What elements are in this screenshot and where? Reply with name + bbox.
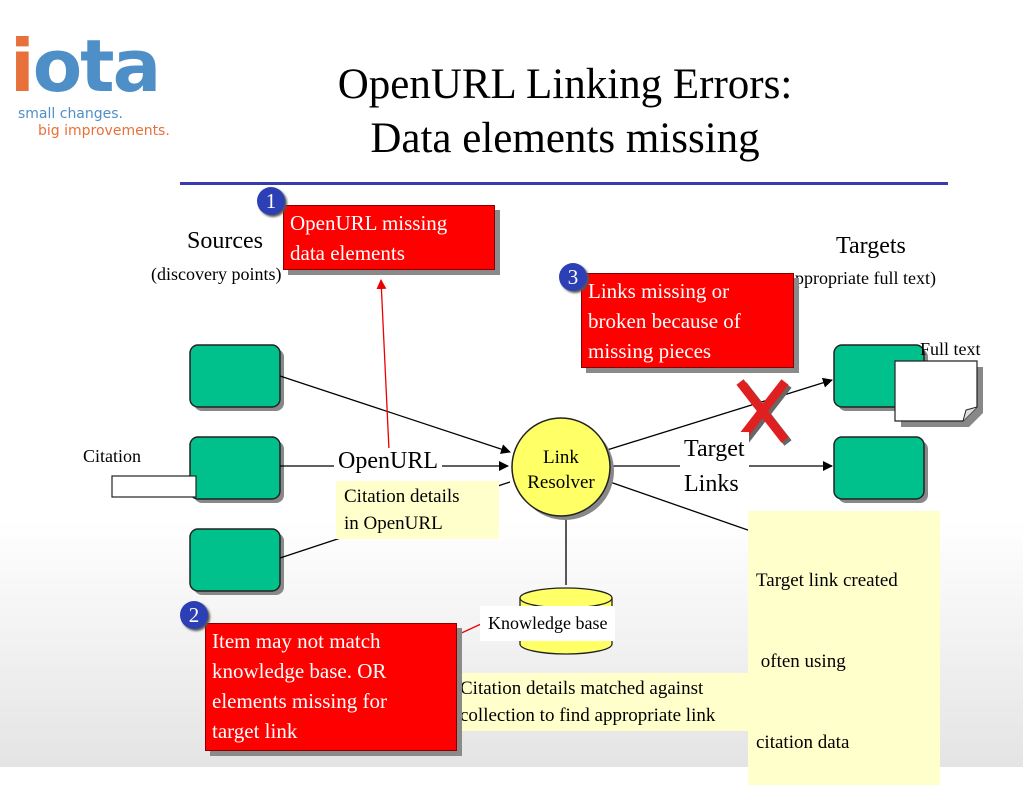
callout-line: Links missing or (588, 279, 730, 303)
resolver-label-line-1: Link (543, 447, 579, 468)
callout-line: broken because of (588, 309, 741, 333)
callout-line: knowledge base. OR (212, 659, 387, 683)
callout-1-number: 1 (257, 187, 285, 215)
openurl-label: OpenURL (334, 448, 442, 475)
knowledge-base-label: Knowledge base (480, 606, 616, 641)
targets-label: Targets (836, 233, 906, 259)
red-arrow-to-callout-1 (376, 279, 390, 451)
arrow-source1-to-resolver (279, 375, 511, 454)
title-line-1: OpenURL Linking Errors: (337, 61, 793, 108)
resolver-label: Link Resolver (518, 445, 604, 495)
callout-2-item-may-not-match: Item may not match knowledge base. OR el… (205, 623, 457, 751)
note-target-link-created: Target link created often using citation… (748, 511, 940, 785)
sources-label: Sources (187, 228, 263, 254)
callout-line: OpenURL missing (290, 211, 448, 235)
note-citation-details: Citation details in OpenURL (336, 481, 499, 539)
logo-ota: ota (32, 24, 161, 108)
cross-error-icon (736, 379, 792, 446)
slide-title: OpenURL Linking Errors: Data elements mi… (240, 58, 890, 166)
iota-logo: iota small changes. big improvements. (10, 30, 185, 140)
source-box-2 (189, 436, 284, 503)
logo-wordmark: iota (10, 30, 161, 102)
full-text-document-icon (894, 360, 983, 427)
note-line: Citation details (344, 486, 460, 507)
citation-label: Citation (83, 446, 141, 466)
target-links-label: Target Links (680, 432, 749, 502)
resolver-label-line-2: Resolver (527, 472, 595, 493)
title-rule (180, 182, 948, 185)
target-links-line-2: Links (684, 471, 739, 497)
callout-3-number: 3 (559, 263, 587, 291)
source-box-3 (189, 528, 284, 595)
target-box-2 (833, 436, 928, 503)
note-line: Target link created (756, 570, 898, 591)
callout-2-number: 2 (180, 601, 208, 629)
logo-i: i (10, 24, 35, 108)
targets-subtitle: appropriate full text) (787, 268, 936, 288)
note-line: citation data (756, 732, 850, 753)
callout-line: missing pieces (588, 339, 712, 363)
note-line: often using (756, 651, 846, 672)
title-line-2: Data elements missing (370, 115, 760, 162)
callout-1-openurl-missing: OpenURL missing data elements (283, 205, 495, 270)
callout-line: target link (212, 719, 298, 743)
arrow-resolver-to-target1 (606, 377, 833, 451)
note-line: in OpenURL (344, 513, 443, 534)
link-resolver-node (511, 417, 614, 520)
full-text-label: Full text (920, 339, 981, 359)
note-line: collection to find appropriate link (460, 705, 716, 726)
note-citation-matched: Citation details matched against collect… (452, 673, 778, 731)
source-box-1 (189, 344, 284, 411)
callout-3-links-missing: Links missing or broken because of missi… (581, 273, 794, 368)
callout-line: elements missing for (212, 689, 387, 713)
target-links-line-1: Target (684, 436, 745, 462)
logo-tagline-1: small changes. (18, 106, 124, 122)
callout-line: Item may not match (212, 629, 381, 653)
callout-line: data elements (290, 241, 405, 265)
note-line: Citation details matched against (460, 678, 704, 699)
sources-subtitle: (discovery points) (151, 264, 282, 284)
logo-tagline-2: big improvements. (38, 123, 170, 139)
citation-box (111, 475, 197, 498)
